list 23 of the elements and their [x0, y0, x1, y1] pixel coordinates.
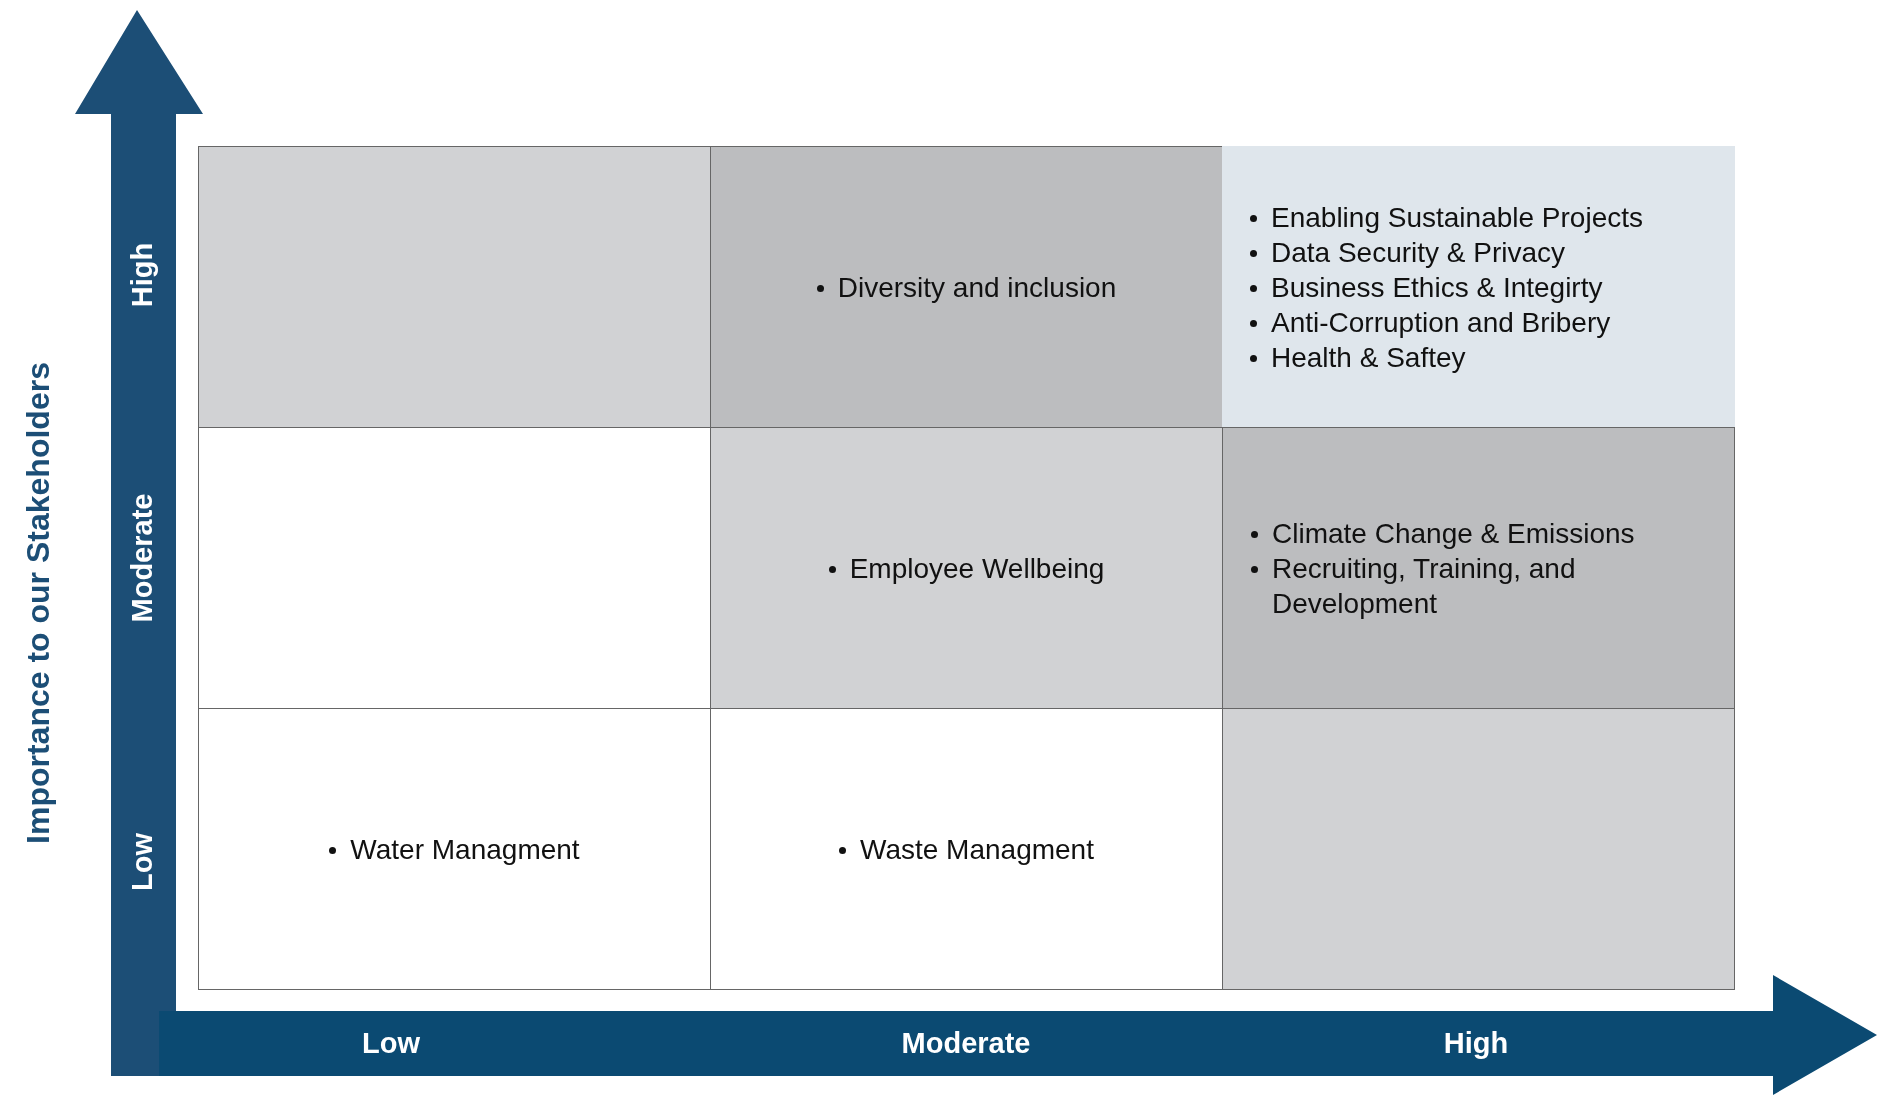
bullet-item: Health & Saftey — [1271, 340, 1466, 375]
bullet-item: Anti-Corruption and Bribery — [1271, 305, 1611, 340]
bullet-item: Diversity and inclusion — [837, 270, 1117, 305]
matrix-cell — [710, 146, 1223, 428]
axis-tick-label: High — [1443, 1026, 1509, 1060]
bullet-item: Water Managment — [350, 832, 580, 867]
axis-tick-label: Low — [125, 833, 159, 891]
bullet-item: Waste Managment — [860, 832, 1094, 867]
axis-tick-label: Moderate — [125, 493, 159, 623]
bullet-item: Enabling Sustainable Projects — [1271, 200, 1643, 235]
bullet-item: Employee Wellbeing — [849, 551, 1105, 586]
matrix-cell — [1222, 427, 1735, 709]
bullet-item: Recruiting, Training, and Development — [1272, 551, 1577, 621]
matrix-cell — [710, 427, 1223, 709]
axis-title: Importance to our Stakeholders — [19, 362, 57, 844]
matrix-cell — [1222, 146, 1735, 428]
bullet-item: Climate Change & Emissions — [1272, 516, 1635, 551]
matrix-cell — [198, 708, 711, 990]
axis-tick-label: Moderate — [901, 1026, 1031, 1060]
axis-tick-label: Low — [362, 1026, 420, 1060]
bullet-item: Business Ethics & Integirty — [1271, 270, 1603, 305]
bullet-item: Data Security & Privacy — [1271, 235, 1566, 270]
axis-tick-label: High — [125, 242, 159, 308]
